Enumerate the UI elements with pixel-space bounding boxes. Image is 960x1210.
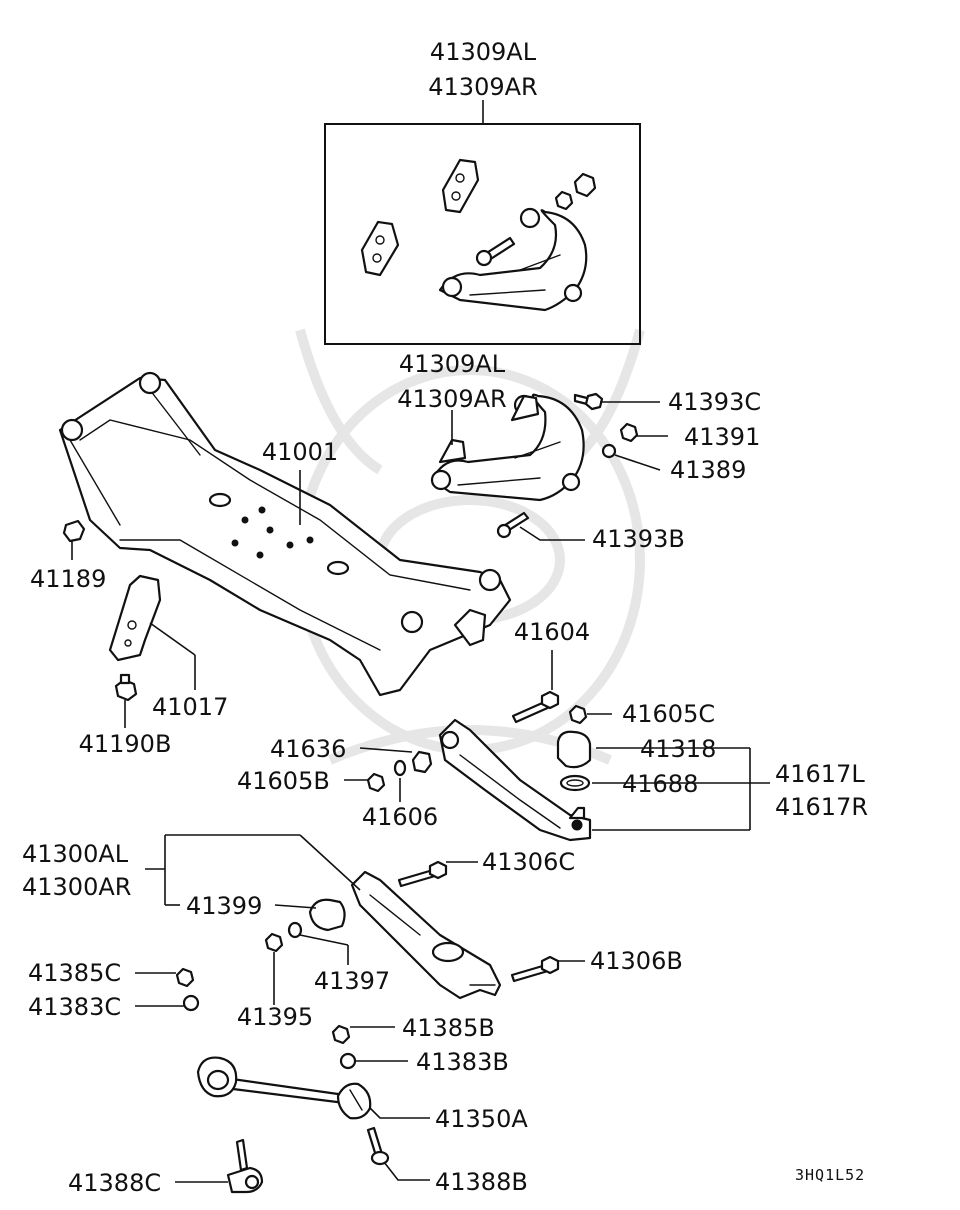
label-41309ar-top[interactable]: 41309AR [428,73,537,101]
toe-link [175,1056,430,1194]
lower-arm [145,834,585,1005]
label-41617l[interactable]: 41617L [775,760,865,788]
upper-arm-assembly [430,392,639,539]
label-41306b[interactable]: 41306B [590,947,683,975]
label-41001[interactable]: 41001 [262,438,338,466]
upper-arm-inset [324,100,641,345]
label-41300al[interactable]: 41300AL [22,840,129,868]
label-41309al-mid[interactable]: 41309AL [399,350,506,378]
label-41604[interactable]: 41604 [514,618,590,646]
crossmember [58,371,512,697]
label-41189[interactable]: 41189 [30,565,106,593]
label-41385b[interactable]: 41385B [402,1014,495,1042]
label-41385c[interactable]: 41385C [28,959,121,987]
label-41389[interactable]: 41389 [670,456,746,484]
label-41383b[interactable]: 41383B [416,1048,509,1076]
label-41399[interactable]: 41399 [186,892,262,920]
label-41393b[interactable]: 41393B [592,525,685,553]
label-41383c[interactable]: 41383C [28,993,121,1021]
label-41605c[interactable]: 41605C [622,700,715,728]
part-labels: 41309AL 41309AR 41309AL 41309AR 41393C 4… [22,38,868,1197]
label-41617r[interactable]: 41617R [775,793,868,821]
label-41636[interactable]: 41636 [270,735,346,763]
label-41605b[interactable]: 41605B [237,767,330,795]
lower-left-nuts [135,967,408,1070]
label-41306c[interactable]: 41306C [482,848,575,876]
label-41017[interactable]: 41017 [152,693,228,721]
label-41393c[interactable]: 41393C [668,388,761,416]
label-41391[interactable]: 41391 [684,423,760,451]
label-41388c[interactable]: 41388C [68,1169,161,1197]
label-41190b[interactable]: 41190B [79,730,172,758]
label-41397[interactable]: 41397 [314,967,390,995]
lower-link [359,650,770,842]
label-41606[interactable]: 41606 [362,803,438,831]
label-41309ar-mid[interactable]: 41309AR [397,385,506,413]
label-41388b[interactable]: 41388B [435,1168,528,1196]
left-parts [62,519,196,728]
label-41318[interactable]: 41318 [640,735,716,763]
diagram-code: 3HQ1L52 [795,1166,865,1184]
leader-lines [344,401,668,781]
label-41688[interactable]: 41688 [622,770,698,798]
label-41309al-top[interactable]: 41309AL [430,38,537,66]
label-41395[interactable]: 41395 [237,1003,313,1031]
label-41300ar[interactable]: 41300AR [22,873,131,901]
label-41350a[interactable]: 41350A [435,1105,528,1133]
